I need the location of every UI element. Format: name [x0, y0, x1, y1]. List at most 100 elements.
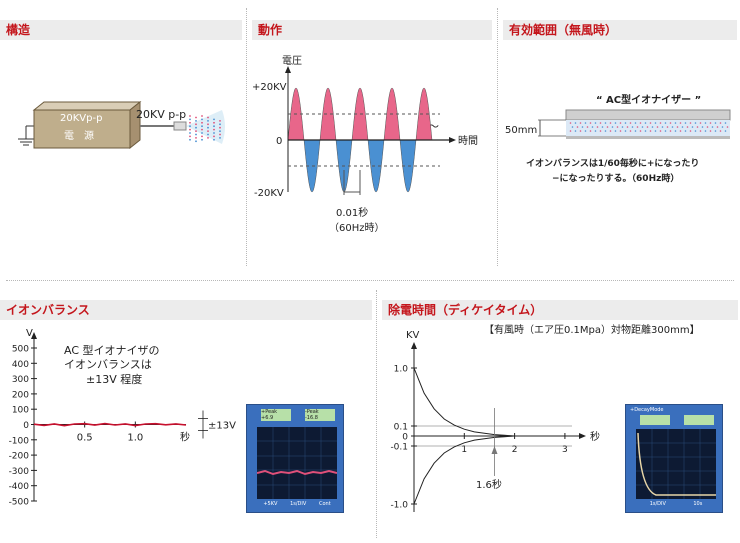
spray-dot — [189, 125, 191, 128]
ion-dot — [639, 122, 642, 124]
spray-dot — [195, 116, 197, 119]
ion-balance-note-3: ±13V 程度 — [86, 373, 143, 386]
ion-dot — [584, 122, 587, 124]
ion-dot — [614, 130, 617, 132]
period-label: 0.01秒 — [336, 208, 369, 219]
ion-dot — [591, 126, 594, 128]
ion-dot — [594, 122, 597, 124]
decay-scope-screen — [636, 429, 716, 499]
ion-dot — [704, 122, 707, 124]
ion-dot — [656, 126, 659, 128]
decay-x-arrow — [579, 433, 586, 439]
section-header-range: 有効範囲（無風時） — [503, 20, 737, 40]
label-zero: 0 — [276, 136, 282, 147]
ion-dot — [614, 122, 617, 124]
positive-half-wave — [319, 87, 337, 141]
ion-dot — [636, 126, 639, 128]
ion-y-arrow — [31, 332, 37, 339]
positive-half-wave — [415, 87, 433, 141]
decay-scope-bottom-0: 1s/DIV — [649, 501, 666, 507]
spray-dot — [219, 137, 221, 139]
ion-y-tick-label: 500 — [12, 345, 29, 355]
ion-x-tick-label: 0.5 — [77, 433, 93, 444]
ion-dot — [696, 126, 699, 128]
operation-waveform: 電圧 +20KV 0 -20KV 時間 ～ — [252, 55, 478, 199]
spray-dot — [213, 121, 215, 124]
decay-marker-label: 1.6秒 — [476, 480, 502, 491]
ion-y-tick-label: 400 — [12, 360, 29, 370]
ion-dot — [586, 126, 589, 128]
ion-dot — [596, 126, 599, 128]
decay-scope: +DecayMode 1s/DIV 10s — [625, 404, 723, 513]
spray-dot — [219, 133, 221, 136]
decay-scope-box-2 — [684, 415, 714, 425]
ion-dot — [631, 126, 634, 128]
section-header-ion-balance: イオンバランス — [0, 300, 372, 320]
spray-dot — [189, 121, 191, 124]
ion-y-tick-label: -500 — [9, 498, 30, 508]
ion-dot — [724, 122, 727, 124]
period-hz-label: （60Hz時） — [329, 223, 385, 234]
ion-dot — [654, 130, 657, 132]
ion-dot — [604, 122, 607, 124]
ion-y-tick-label: 200 — [12, 390, 29, 400]
ion-dot — [644, 122, 647, 124]
decay-y-tick-label: 0.1 — [394, 423, 408, 433]
ion-dot — [651, 126, 654, 128]
ion-dot — [594, 130, 597, 132]
ion-dot — [629, 130, 632, 132]
decay-y-label: KV — [406, 330, 420, 341]
ion-dot — [659, 130, 662, 132]
ion-dot — [569, 122, 572, 124]
output-voltage-label: 20KV p-p — [136, 108, 187, 121]
ion-balance-note-2: イオンバランスは — [64, 358, 152, 371]
spray-dot — [195, 133, 197, 136]
section-header-structure: 構造 — [0, 20, 242, 40]
separator-vertical-1 — [246, 8, 247, 266]
decay-marker-arrow — [491, 446, 498, 454]
ion-dot — [654, 122, 657, 124]
ion-dot — [619, 130, 622, 132]
ion-dot — [624, 130, 627, 132]
decay-x-tick-label: 3 — [562, 445, 568, 455]
decay-condition: 【有風時（エア圧0.1Mpa）対物距離300mm】 — [484, 325, 700, 336]
decay-y-tick-label: -0.1 — [390, 443, 408, 453]
ion-dot — [686, 126, 689, 128]
ion-dot — [674, 122, 677, 124]
ion-dot — [714, 130, 717, 132]
ion-dot — [661, 126, 664, 128]
ion-dot — [629, 122, 632, 124]
spray-dot — [195, 140, 197, 143]
ion-balance-chart: V5004003002001000-100-200-300-400-5000.5… — [9, 328, 237, 508]
negative-half-wave — [367, 139, 385, 193]
spray-dot — [207, 133, 209, 136]
ion-y-tick-label: -400 — [9, 482, 30, 492]
ion-dot — [571, 126, 574, 128]
ion-dot — [624, 122, 627, 124]
ion-dot — [709, 122, 712, 124]
range-caption-1: イオンバランスは1/60毎秒に+になったり — [526, 159, 700, 169]
spray-dot — [189, 118, 191, 121]
distance-label: 50mm — [505, 125, 538, 136]
ion-dot — [609, 122, 612, 124]
ion-y-tick-label: 100 — [12, 406, 29, 416]
decay-x-tick-label: 2 — [512, 445, 518, 455]
spray-dot — [201, 125, 203, 128]
structure-diagram — [18, 100, 225, 150]
ion-spray-dots — [189, 115, 221, 143]
separator-horizontal — [6, 280, 734, 281]
spray-dot — [219, 120, 221, 122]
ion-dot — [639, 130, 642, 132]
decay-y-tick-label: 0 — [402, 433, 408, 443]
ion-y-tick-label: -100 — [9, 436, 30, 446]
spray-dot — [201, 115, 203, 117]
separator-vertical-2 — [497, 8, 498, 266]
ion-dot — [711, 126, 714, 128]
ion-dot — [589, 122, 592, 124]
spray-dot — [219, 126, 221, 129]
spray-dot — [213, 135, 215, 138]
ion-dot — [646, 126, 649, 128]
scope-top-left: +Peak +6.9 — [261, 409, 291, 421]
spray-dot — [213, 118, 215, 121]
decay-y-tick-label: -1.0 — [390, 501, 408, 511]
